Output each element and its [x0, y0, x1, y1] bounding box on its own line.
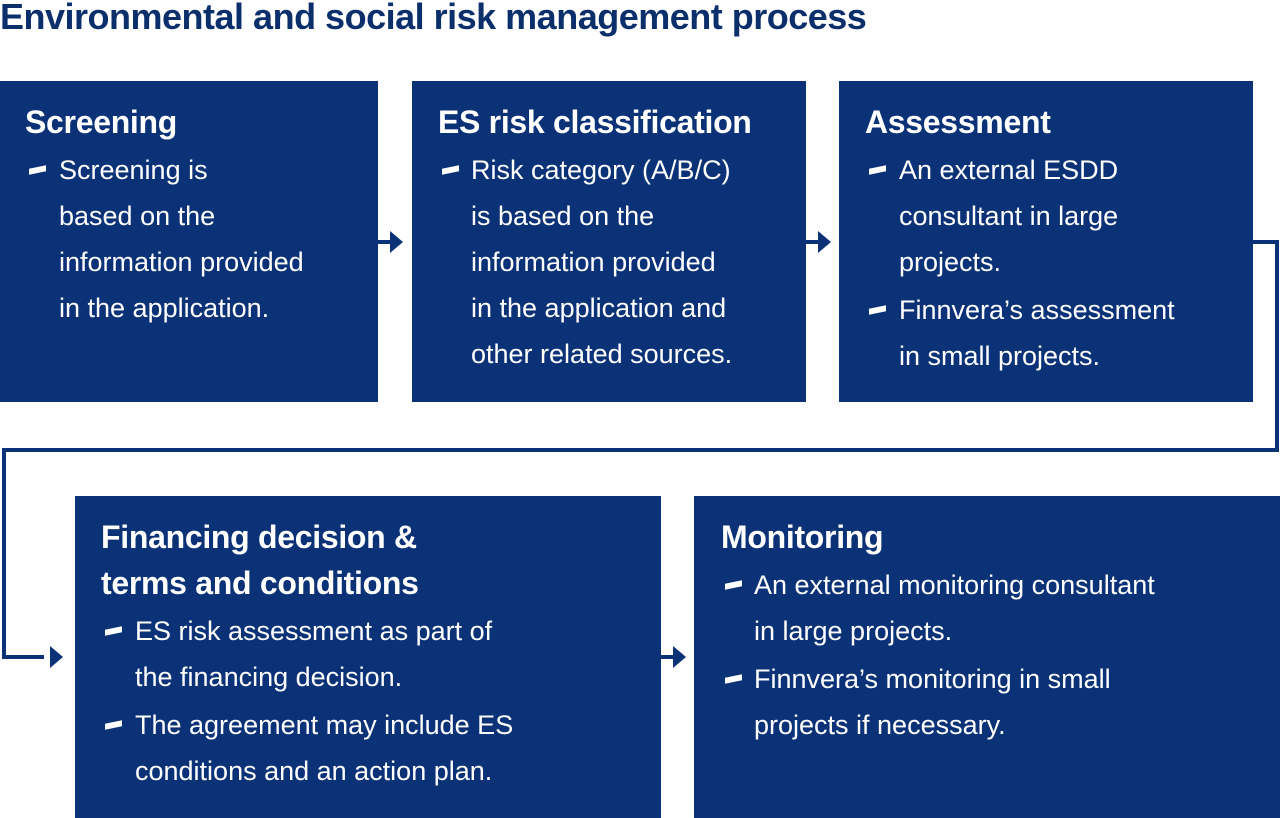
bullet-dash-icon	[29, 165, 46, 175]
step-title: Screening	[25, 99, 378, 145]
arrow-head-3-4	[50, 646, 63, 668]
step-title: Monitoring	[721, 514, 1280, 560]
step-screening: Screening Screening is based on the info…	[0, 81, 378, 402]
step-assessment: Assessment An external ESDD consultant i…	[839, 81, 1253, 402]
bullet-dash-icon	[442, 165, 459, 175]
step-title-line: Screening	[25, 104, 178, 140]
bullet-list: Risk category (A/B/C) is based on the in…	[438, 147, 806, 377]
arrow-head-2-3	[818, 231, 831, 253]
arrow-head-1-2	[390, 231, 403, 253]
page-title: Environmental and social risk management…	[0, 0, 867, 37]
bullet-dash-icon	[105, 720, 122, 730]
bullet-item: Finnvera’s assessment in small projects.	[869, 287, 1253, 379]
bullet-item: An external ESDD consultant in large pro…	[869, 147, 1253, 285]
bullet-item: Screening is based on the information pr…	[29, 147, 378, 331]
step-es-risk-classification: ES risk classification Risk category (A/…	[412, 81, 806, 402]
bullet-list: An external monitoring consultant in lar…	[721, 562, 1280, 748]
bullet-dash-icon	[725, 580, 742, 590]
bullet-dash-icon	[725, 674, 742, 684]
step-title-line: Monitoring	[721, 519, 884, 555]
step-title: Financing decision & terms and condition…	[101, 514, 661, 606]
step-title: Assessment	[865, 99, 1253, 145]
step-title-line: ES risk classification	[438, 104, 752, 140]
step-title-line: Financing decision &	[101, 519, 417, 555]
step-financing-decision: Financing decision & terms and condition…	[75, 496, 661, 818]
step-monitoring: Monitoring An external monitoring consul…	[694, 496, 1280, 818]
connector-3-4	[2, 240, 1279, 659]
bullet-item: Finnvera’s monitoring in small projects …	[725, 656, 1280, 748]
bullet-item: An external monitoring consultant in lar…	[725, 562, 1280, 654]
step-title: ES risk classification	[438, 99, 806, 145]
step-title-line: terms and conditions	[101, 565, 419, 601]
bullet-item: Risk category (A/B/C) is based on the in…	[442, 147, 806, 377]
bullet-item: The agreement may include ES conditions …	[105, 702, 661, 794]
step-title-line: Assessment	[865, 104, 1051, 140]
bullet-list: Screening is based on the information pr…	[25, 147, 378, 331]
bullet-dash-icon	[869, 305, 886, 315]
bullet-dash-icon	[105, 626, 122, 636]
bullet-list: ES risk assessment as part of the financ…	[101, 608, 661, 794]
bullet-item: ES risk assessment as part of the financ…	[105, 608, 661, 700]
arrow-head-4-5	[673, 646, 686, 668]
bullet-dash-icon	[869, 165, 886, 175]
bullet-list: An external ESDD consultant in large pro…	[865, 147, 1253, 379]
